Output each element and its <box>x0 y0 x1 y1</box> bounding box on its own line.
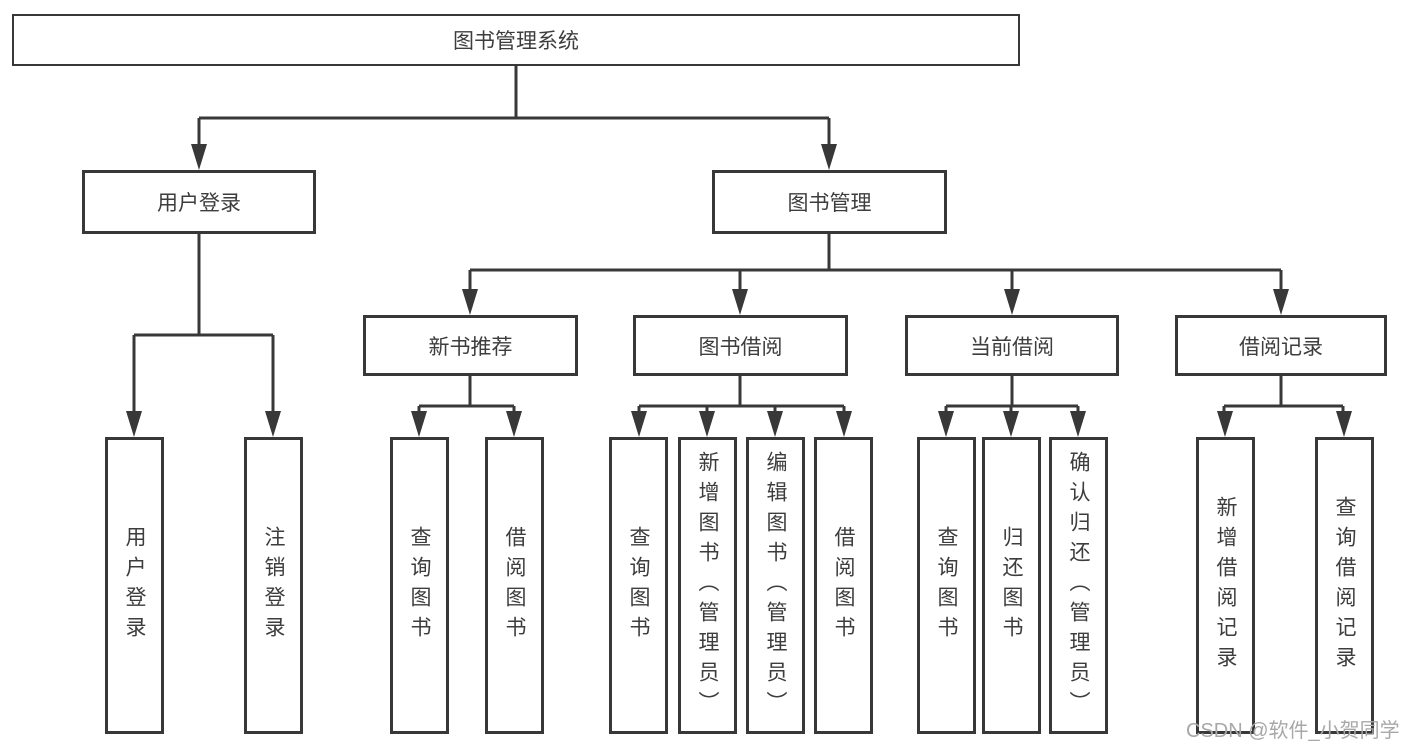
node-label: 编辑图书（管理员） <box>764 450 787 721</box>
node-label: 借阅图书 <box>503 525 526 646</box>
node-label: 查询图书 <box>408 525 431 646</box>
arrow-icon <box>1273 289 1289 315</box>
node-label: 当前借阅 <box>970 335 1054 359</box>
node-borrow-records: 借阅记录 <box>1175 315 1387 376</box>
node-label: 查询图书 <box>935 525 958 646</box>
leaf-query-book-3: 查询图书 <box>917 437 976 734</box>
leaf-borrow-book-1: 借阅图书 <box>485 437 544 734</box>
node-book-borrow: 图书借阅 <box>633 315 848 376</box>
node-label: 确认归还（管理员） <box>1067 450 1090 721</box>
connector-user-login <box>132 234 275 413</box>
arrow-icon <box>1336 411 1352 437</box>
arrow-icon <box>836 411 852 437</box>
arrow-icon <box>938 411 954 437</box>
arrow-icon <box>631 411 647 437</box>
connector-borrow-records <box>1222 376 1345 413</box>
node-label: 借阅记录 <box>1239 335 1323 359</box>
node-label: 新增图书（管理员） <box>696 450 719 721</box>
arrowheads <box>126 144 1352 437</box>
leaf-query-book-2: 查询图书 <box>609 437 668 734</box>
node-label: 用户登录 <box>123 525 146 646</box>
connector-book-management <box>468 234 1283 291</box>
node-label: 新增借阅记录 <box>1214 495 1237 676</box>
arrow-icon <box>821 144 837 170</box>
connector-current-borrow <box>944 376 1080 413</box>
node-label: 注销登录 <box>262 525 285 646</box>
leaf-add-book-admin: 新增图书（管理员） <box>678 437 737 734</box>
leaf-add-borrow-record: 新增借阅记录 <box>1196 437 1255 734</box>
arrow-icon <box>411 411 427 437</box>
arrow-icon <box>506 411 522 437</box>
node-label: 用户登录 <box>157 192 241 215</box>
leaf-user-login: 用户登录 <box>105 437 164 734</box>
node-label: 归还图书 <box>1000 525 1023 646</box>
arrow-icon <box>126 411 142 437</box>
node-label: 查询借阅记录 <box>1333 495 1356 676</box>
leaf-return-book: 归还图书 <box>982 437 1041 734</box>
arrow-icon <box>1003 411 1019 437</box>
arrow-icon <box>732 289 748 315</box>
node-user-login: 用户登录 <box>82 170 316 234</box>
node-label: 图书管理系统 <box>453 30 579 53</box>
node-new-book-recommend: 新书推荐 <box>363 315 578 376</box>
node-label: 新书推荐 <box>428 335 513 359</box>
leaf-query-book-1: 查询图书 <box>390 437 449 734</box>
arrow-icon <box>265 411 281 437</box>
node-root: 图书管理系统 <box>12 14 1020 66</box>
connector-book-borrow <box>637 376 846 413</box>
leaf-edit-book-admin: 编辑图书（管理员） <box>746 437 805 734</box>
node-book-management: 图书管理 <box>712 170 947 234</box>
arrow-icon <box>191 144 207 170</box>
arrow-icon <box>767 411 783 437</box>
arrow-icon <box>462 289 478 315</box>
node-current-borrow: 当前借阅 <box>905 315 1119 376</box>
arrow-icon <box>1004 289 1020 315</box>
leaf-logout-login: 注销登录 <box>244 437 303 734</box>
node-label: 图书借阅 <box>698 335 783 359</box>
connector-root <box>197 66 831 146</box>
arrow-icon <box>1217 411 1233 437</box>
arrow-icon <box>699 411 715 437</box>
leaf-confirm-return-admin: 确认归还（管理员） <box>1049 437 1108 734</box>
arrow-icon <box>1070 411 1086 437</box>
leaf-query-borrow-record: 查询借阅记录 <box>1315 437 1374 734</box>
node-label: 查询图书 <box>627 525 650 646</box>
node-label: 借阅图书 <box>832 525 855 646</box>
node-label: 图书管理 <box>787 192 872 215</box>
connector-new-book-recommend <box>417 376 516 413</box>
watermark: CSDN @软件_小贺同学 <box>1186 720 1400 742</box>
leaf-borrow-book-2: 借阅图书 <box>814 437 873 734</box>
